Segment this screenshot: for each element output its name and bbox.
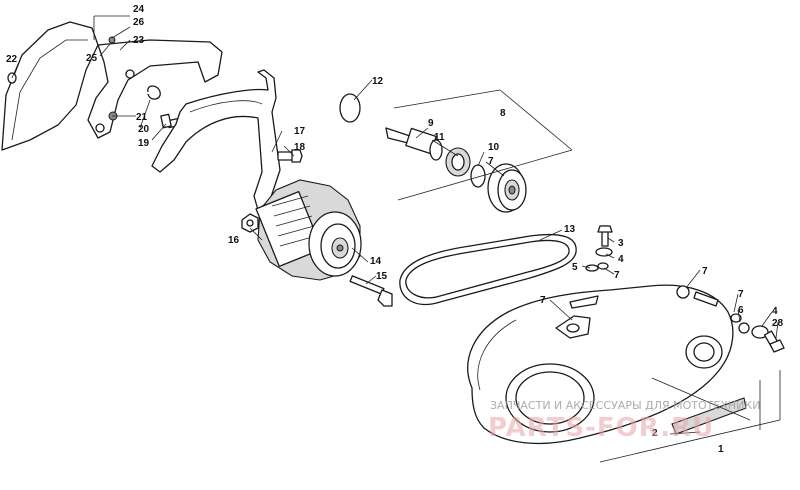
callout-4-top: 4 [618, 254, 624, 265]
callout-22: 21 [136, 112, 148, 123]
drive-belt [399, 233, 577, 306]
mounting-bracket [87, 36, 223, 139]
alternator [255, 179, 362, 281]
watermark: ЗАПЧАСТИ И АКСЕССУАРЫ ДЛЯ МОТОТЕХНИКИ PA… [488, 399, 760, 443]
hose-clip [147, 85, 161, 100]
callout-1: 1 [718, 444, 724, 455]
idler-pulley [487, 163, 527, 213]
washer-7-mid [597, 262, 609, 270]
callout-27: 26 [133, 17, 145, 28]
nut-17 [241, 213, 259, 233]
callout-7-far: 7 [738, 289, 744, 300]
watermark-logo: PARTS-FOR.RU [488, 413, 714, 443]
bolt-19 [277, 149, 303, 163]
o-ring [339, 93, 361, 123]
belt-cover [467, 284, 747, 445]
callout-18: 17 [294, 126, 306, 137]
bolt-16 [349, 275, 393, 307]
washer-5 [585, 264, 599, 272]
callout-7-left: 7 [540, 295, 546, 306]
belt-shroud-left [1, 21, 99, 151]
callout-17: 16 [228, 235, 240, 246]
callout-8: 8 [500, 108, 506, 119]
callout-10: 7 [488, 156, 494, 167]
washer-4-top [595, 247, 613, 257]
callout-14: 13 [564, 224, 576, 235]
callout-25: 24 [133, 4, 145, 15]
callout-15: 14 [370, 256, 382, 267]
callout-2: 2 [652, 428, 658, 439]
callout-16: 15 [376, 271, 388, 282]
watermark-tagline: ЗАПЧАСТИ И АКСЕССУАРЫ ДЛЯ МОТОТЕХНИКИ [490, 399, 760, 412]
callout-23: 22 [6, 54, 18, 65]
callout-9: 9 [428, 118, 434, 129]
pulley-shaft [385, 127, 443, 161]
callout-7-right: 7 [702, 266, 708, 277]
callout-20: 19 [138, 138, 150, 149]
leader-lines [11, 15, 781, 463]
callout-13: 12 [372, 76, 384, 87]
callout-7-mid: 7 [614, 270, 620, 281]
callout-28: 28 [772, 318, 784, 329]
callout-6: 6 [738, 305, 744, 316]
callout-12: 11 [434, 132, 445, 143]
bolt-3 [597, 225, 613, 247]
callout-5: 5 [572, 262, 578, 273]
bearing [445, 147, 471, 177]
callout-26: 25 [86, 53, 98, 64]
bolt-28 [763, 330, 785, 353]
washer-7-right [676, 285, 690, 299]
spacer-6 [730, 313, 742, 323]
callout-21: 20 [138, 124, 150, 135]
callout-19: 18 [294, 142, 306, 153]
callout-11: 10 [488, 142, 500, 153]
callout-24: 23 [133, 35, 145, 46]
washer-7-far [738, 322, 750, 334]
curved-bracket [151, 69, 281, 211]
callout-4-right: 4 [772, 306, 778, 317]
callout-3: 3 [618, 238, 624, 249]
callout-numbers: 22 24 26 23 25 21 20 19 16 17 18 12 14 1… [6, 4, 784, 455]
